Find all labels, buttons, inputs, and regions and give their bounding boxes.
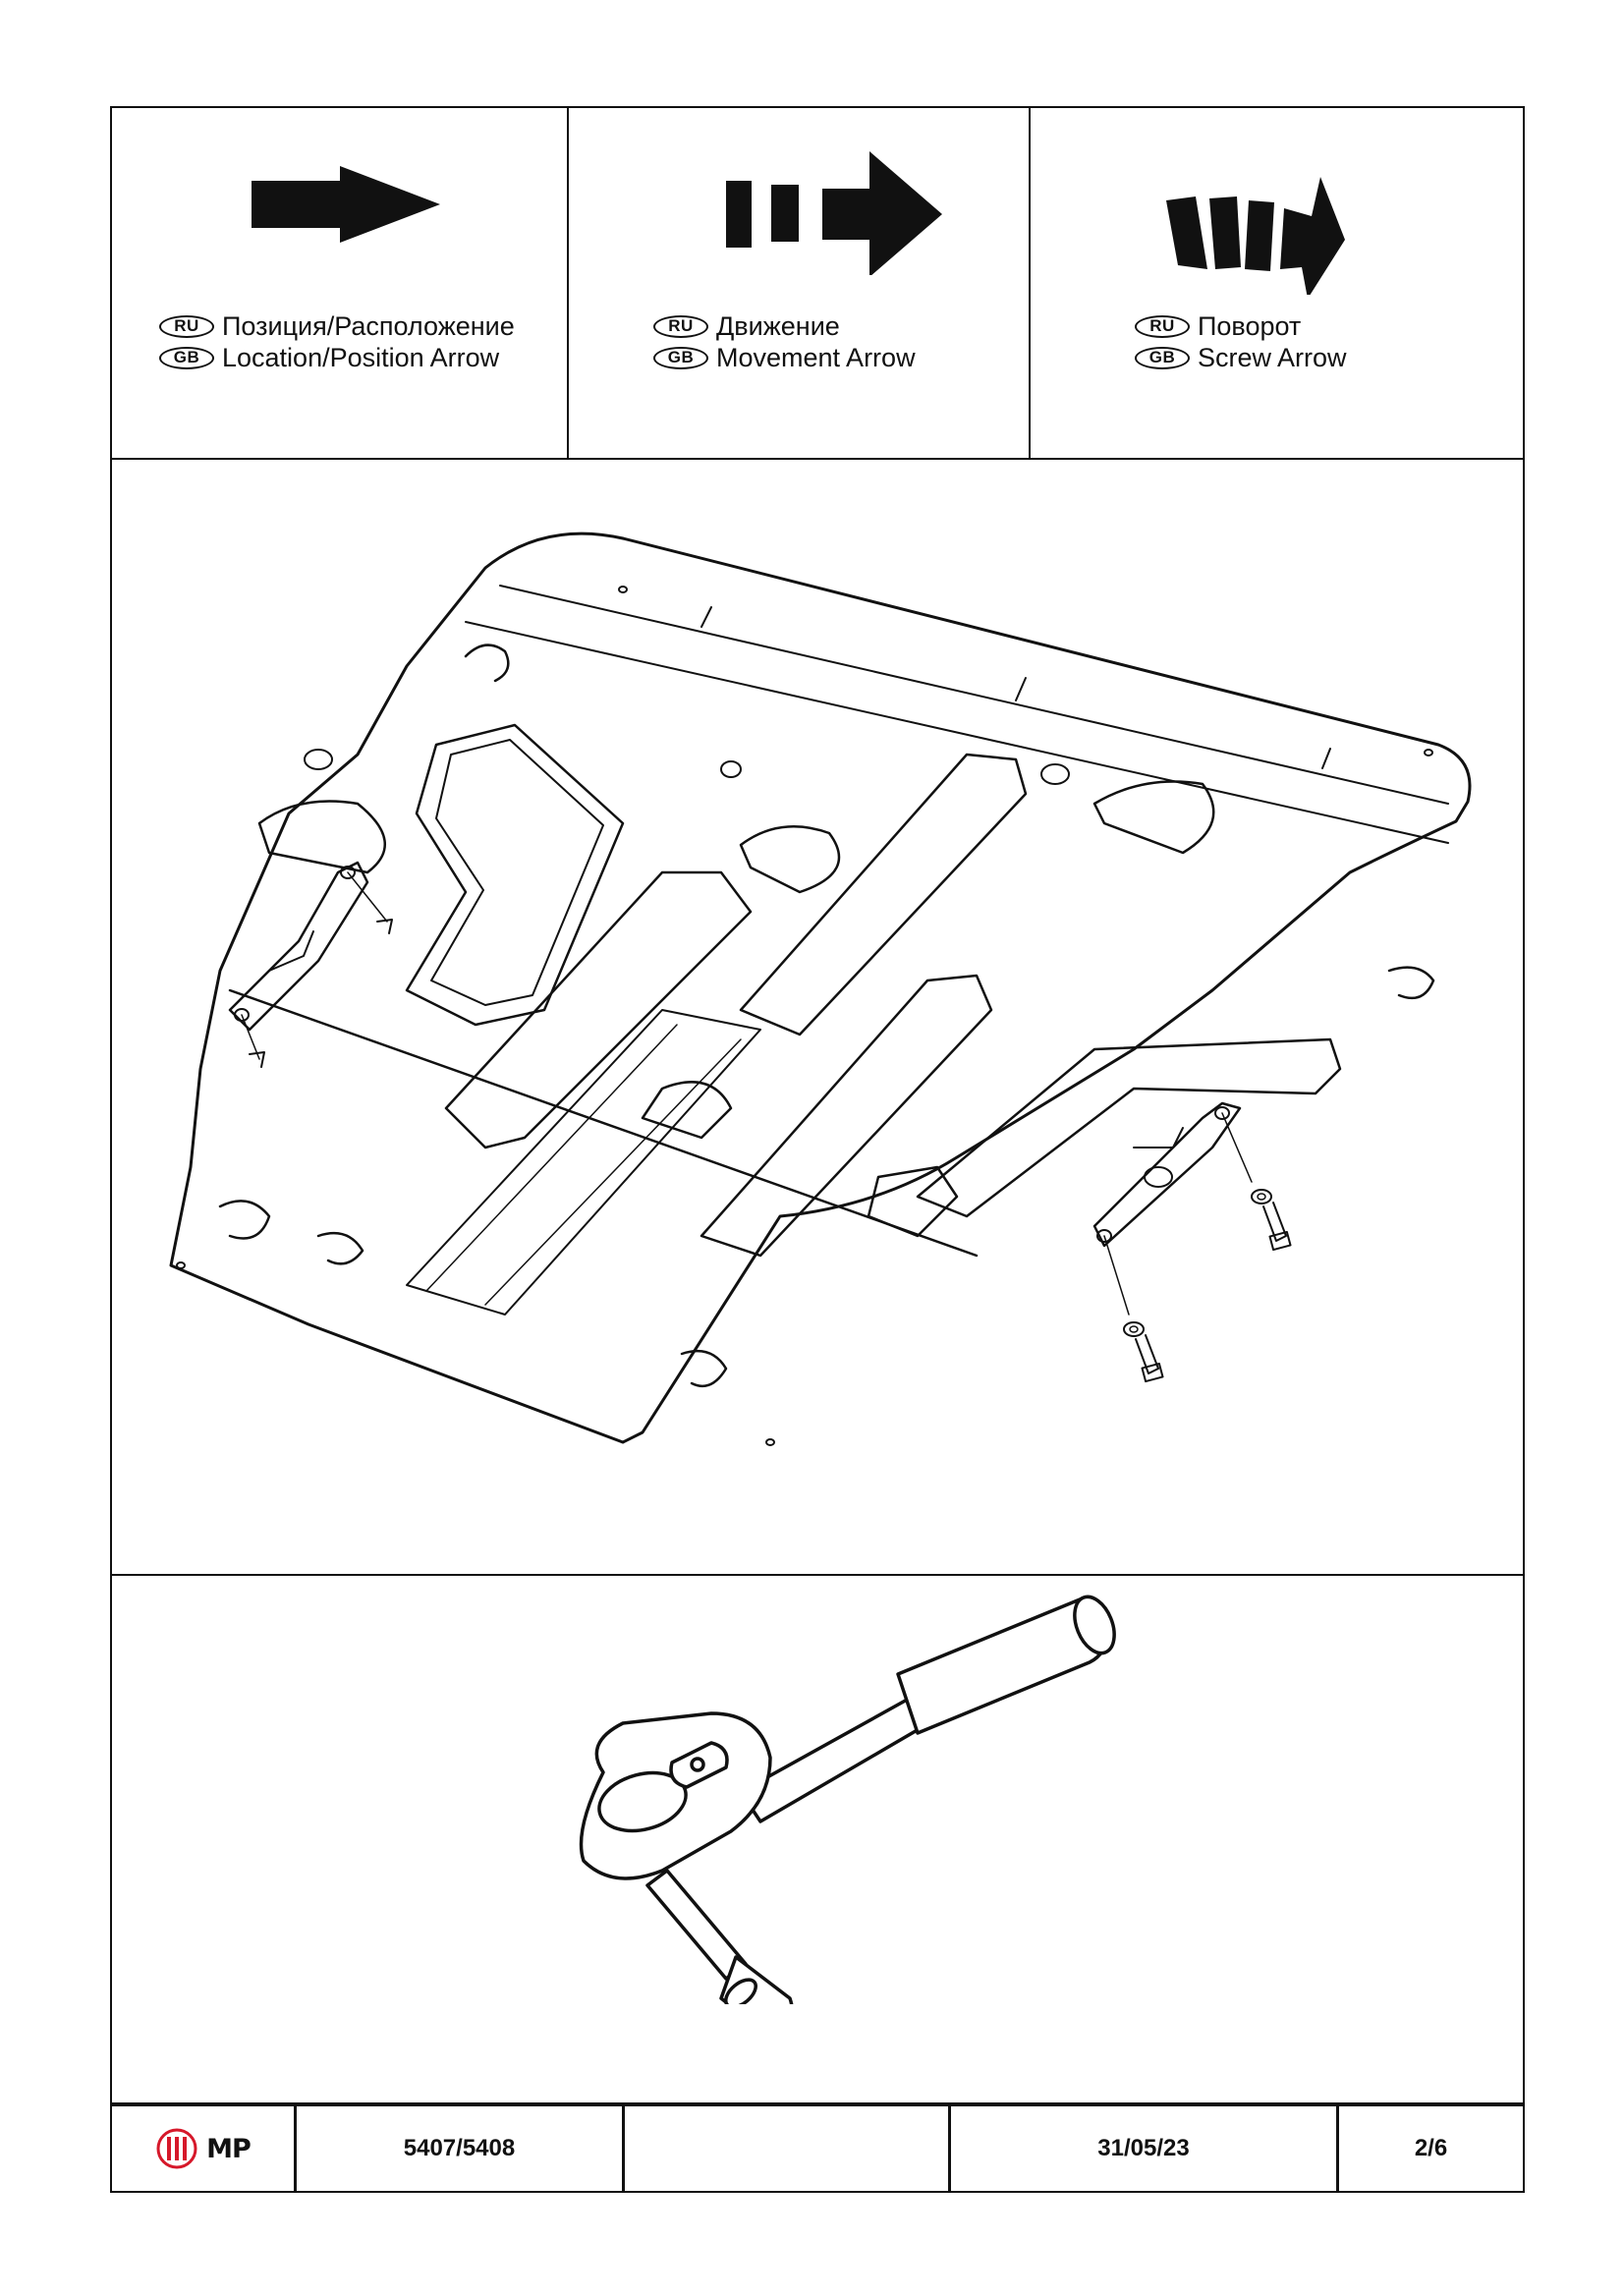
- screw-arrow-icon: [1166, 177, 1345, 295]
- page-number: 2/6: [1414, 2135, 1448, 2161]
- ru-badge: RU: [653, 314, 708, 338]
- ru-badge: RU: [159, 314, 214, 338]
- legend-screw: RU Поворот GB Screw Arrow: [1031, 108, 1525, 458]
- ru-badge: RU: [1135, 314, 1190, 338]
- movement-arrow-icon: [726, 151, 942, 275]
- legend-ru-label: Поворот: [1198, 311, 1302, 341]
- ratchet-wrench-icon: [579, 1595, 1116, 2040]
- logo-text: MP: [206, 2133, 252, 2164]
- tool-panel: [112, 1576, 1523, 2106]
- instruction-sheet: RU Позиция/Расположение GB Location/Positi…: [110, 106, 1525, 2193]
- company-logo-icon: [156, 2128, 197, 2169]
- logo-cell: MP: [112, 2106, 297, 2191]
- location-arrow-icon: [252, 166, 440, 243]
- arrow-legend: RU Позиция/Расположение GB Location/Positi…: [112, 108, 1523, 460]
- gb-badge: GB: [1135, 346, 1190, 369]
- gb-badge: GB: [653, 346, 708, 369]
- legend-gb-label: Screw Arrow: [1198, 343, 1347, 372]
- legend-ru-label: Позиция/Расположение: [222, 311, 515, 341]
- title-block: MP 5407/5408 31/05/23 2/6: [112, 2102, 1523, 2191]
- part-number: 5407/5408: [297, 2106, 625, 2191]
- assembly-drawing-panel: [112, 460, 1523, 1576]
- legend-movement: RU Движение GB Movement Arrow: [569, 108, 1031, 458]
- legend-gb-label: Location/Position Arrow: [222, 343, 500, 372]
- legend-location: RU Позиция/Расположение GB Location/Positi…: [112, 108, 569, 458]
- gb-badge: GB: [159, 346, 214, 369]
- legend-gb-label: Movement Arrow: [716, 343, 916, 372]
- blank-cell: [625, 2106, 951, 2191]
- skid-plate-assembly-drawing: [169, 532, 1472, 1446]
- legend-ru-label: Движение: [716, 311, 840, 341]
- date: 31/05/23: [951, 2106, 1339, 2191]
